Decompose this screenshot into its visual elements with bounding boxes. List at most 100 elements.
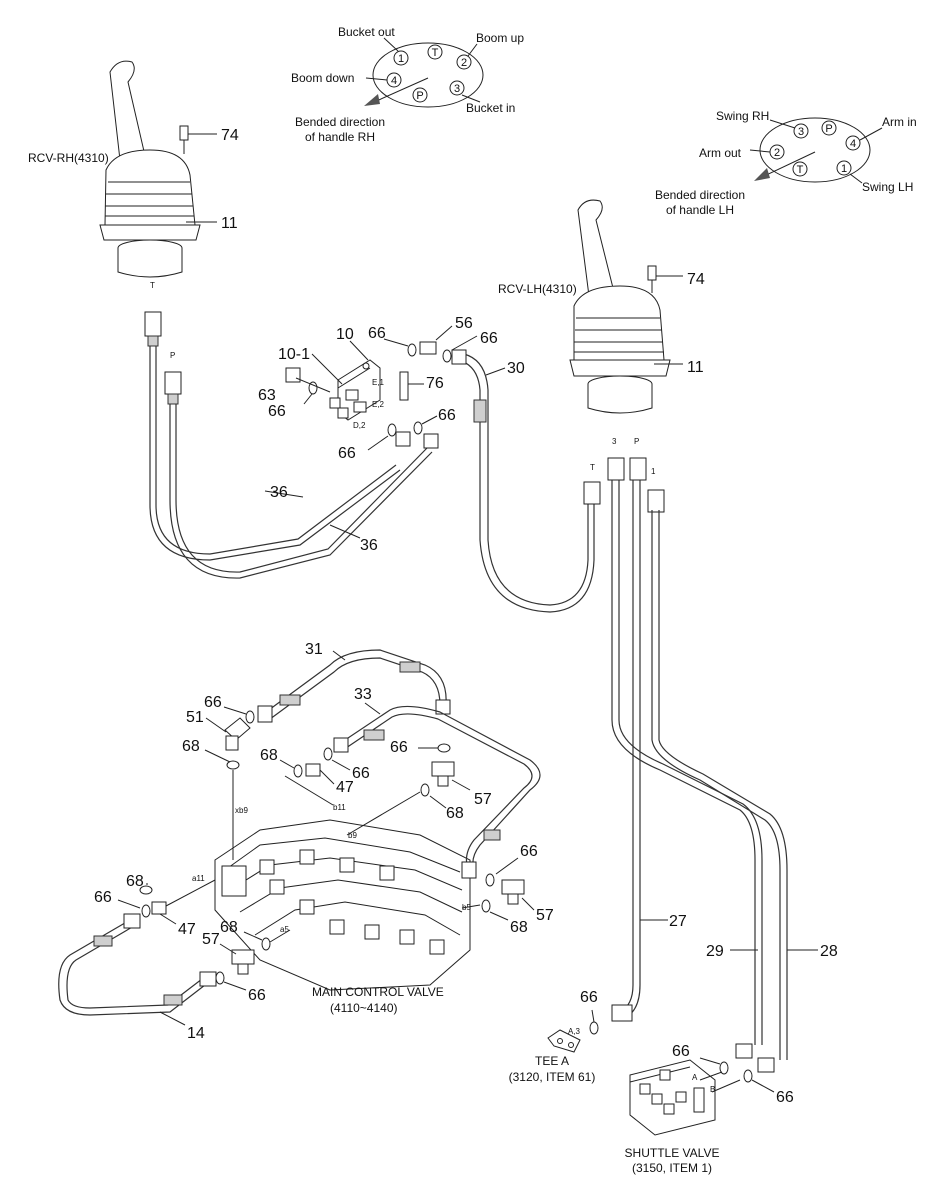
port-e2: E,2 [372, 400, 385, 409]
port-3: 3 [612, 437, 617, 446]
callout-10-1: 10-1 [278, 346, 310, 363]
callout-36b: 36 [360, 537, 378, 554]
callout-31: 31 [305, 641, 323, 658]
port-p-lh: P [634, 437, 639, 446]
label-swing-lh: Swing LH [862, 180, 913, 194]
callout-74-rh: 74 [221, 127, 239, 144]
callout-57c: 57 [202, 931, 220, 948]
callout-68a: 68 [182, 738, 200, 755]
port-t-rh: T [150, 281, 155, 290]
hoses-36: 36 36 [144, 311, 433, 579]
lh-port-3: 3 [798, 126, 804, 138]
label-shuttle-1: SHUTTLE VALVE [625, 1146, 720, 1160]
hoses-31-33: 31 33 66 51 68 68 47 66 66 [182, 641, 554, 936]
callout-66l: 66 [580, 989, 598, 1006]
callout-68d: 68 [510, 919, 528, 936]
rh-port-4: 4 [391, 75, 397, 87]
tee-a: A,3 66 TEE A (3120, ITEM 61) [509, 989, 599, 1084]
label-mcv-1: MAIN CONTROL VALVE [312, 985, 444, 999]
label-bended-lh-1: Bended direction [655, 188, 745, 202]
callout-10: 10 [336, 326, 354, 343]
callout-68c: 68 [446, 805, 464, 822]
callout-68b: 68 [260, 747, 278, 764]
callout-57a: 57 [474, 791, 492, 808]
callout-66b: 66 [368, 325, 386, 342]
callout-66g: 66 [352, 765, 370, 782]
callout-33: 33 [354, 686, 372, 703]
callout-68f: 68 [220, 919, 238, 936]
callout-66k: 66 [248, 987, 266, 1004]
label-rcv-rh: RCV-RH(4310) [28, 151, 109, 165]
callout-66d: 66 [338, 445, 356, 462]
callout-57b: 57 [536, 907, 554, 924]
callout-47b: 47 [178, 921, 196, 938]
rh-port-diagram: 1 T 2 4 P 3 Bucket out Boom up Boom down… [291, 25, 524, 144]
hoses-27-29-28: 3 P 1 27 29 28 [607, 437, 838, 1073]
callout-74-lh: 74 [687, 271, 705, 288]
label-bended-lh-2: of handle LH [666, 203, 734, 217]
label-bucket-out: Bucket out [338, 25, 395, 39]
port-1: 1 [651, 467, 656, 476]
label-arm-in: Arm in [882, 115, 917, 129]
label-bended-rh-1: Bended direction [295, 115, 385, 129]
callout-47a: 47 [336, 779, 354, 796]
port-a5: a5 [280, 925, 289, 934]
callout-66a: 66 [268, 403, 286, 420]
lh-port-p: P [825, 123, 832, 135]
callout-66f: 66 [204, 694, 222, 711]
label-boom-up: Boom up [476, 31, 524, 45]
label-shuttle-2: (3150, ITEM 1) [632, 1161, 712, 1175]
lh-port-1: 1 [841, 163, 847, 175]
rcv-rh-joystick: RCV-RH(4310) 74 11 T P [28, 60, 239, 360]
callout-68e: 68 [126, 873, 144, 890]
hose-30: 30 T [451, 349, 601, 613]
port-a: A [692, 1073, 698, 1082]
callout-66c: 66 [480, 330, 498, 347]
port-e1: E,1 [372, 378, 385, 387]
hose-14: 66 68 47 68 57 66 14 [58, 873, 291, 1042]
label-swing-rh: Swing RH [716, 109, 769, 123]
lh-port-diagram: 3 P 4 2 T 1 Swing RH Arm in Arm out Swin… [655, 109, 917, 217]
callout-27: 27 [669, 913, 687, 930]
callout-28: 28 [820, 943, 838, 960]
callout-66e: 66 [438, 407, 456, 424]
rh-port-1: 1 [398, 53, 404, 65]
rh-port-t: T [432, 47, 439, 59]
lh-port-t: T [797, 164, 804, 176]
label-boom-down: Boom down [291, 71, 354, 85]
port-d2: D,2 [353, 421, 366, 430]
callout-11-rh: 11 [221, 215, 238, 232]
label-bended-rh-2: of handle RH [305, 130, 375, 144]
callout-29: 29 [706, 943, 724, 960]
callout-63: 63 [258, 387, 276, 404]
valve-block-10: E,1 E,2 D,2 10 10-1 63 66 66 56 76 66 66… [258, 315, 498, 462]
callout-66j: 66 [94, 889, 112, 906]
callout-66n: 66 [776, 1089, 794, 1106]
callout-30: 30 [507, 360, 525, 377]
rh-port-3: 3 [454, 83, 460, 95]
rcv-lh-joystick: RCV-LH(4310) 74 11 [498, 199, 705, 414]
label-rcv-lh: RCV-LH(4310) [498, 282, 577, 296]
callout-14: 14 [187, 1025, 205, 1042]
lh-port-4: 4 [850, 138, 856, 150]
callout-66h: 66 [390, 739, 408, 756]
port-b11: b11 [333, 803, 346, 812]
callout-66m: 66 [672, 1043, 690, 1060]
callout-36a: 36 [270, 484, 288, 501]
callout-51: 51 [186, 709, 204, 726]
label-tee-a-1: TEE A [535, 1054, 569, 1068]
rh-port-2: 2 [461, 57, 467, 69]
port-a11: a11 [192, 874, 205, 883]
port-a3: A,3 [568, 1027, 581, 1036]
label-bucket-in: Bucket in [466, 101, 515, 115]
rh-port-p: P [416, 90, 423, 102]
main-control-valve: MAIN CONTROL VALVE (4110~4140) xb9 b11 b… [192, 803, 471, 1015]
callout-56: 56 [455, 315, 473, 332]
port-b: B [710, 1085, 715, 1094]
label-tee-a-2: (3120, ITEM 61) [509, 1070, 596, 1084]
lh-port-2: 2 [774, 147, 780, 159]
shuttle-valve: A B 66 66 SHUTTLE VALVE (3150, ITEM 1) [625, 1043, 794, 1175]
port-xb9: xb9 [235, 806, 248, 815]
label-mcv-2: (4110~4140) [330, 1001, 398, 1015]
